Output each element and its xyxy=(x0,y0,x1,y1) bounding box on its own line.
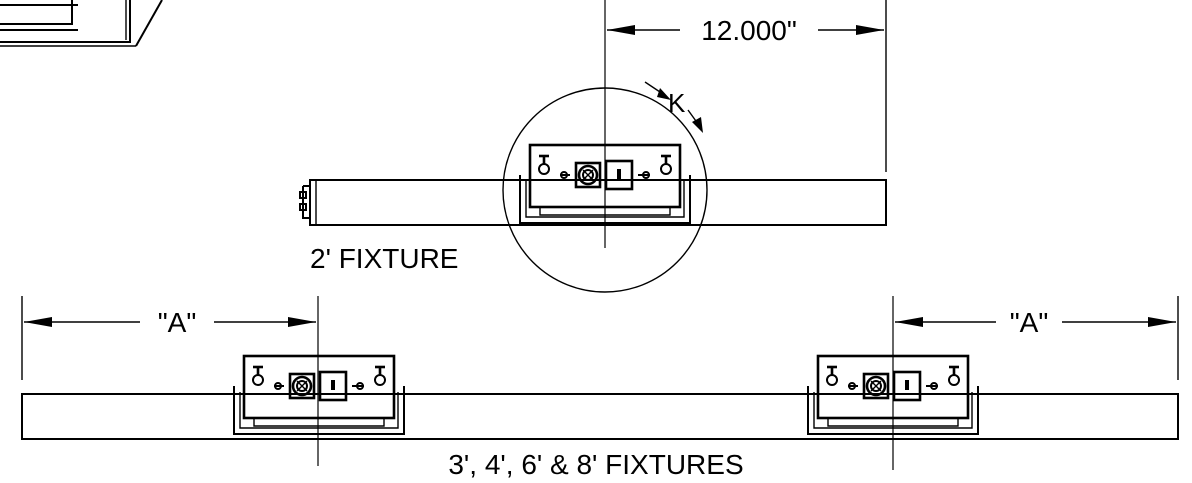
left-a-dimension: "A" xyxy=(24,307,316,338)
right-a-dimension: "A" xyxy=(895,307,1176,338)
right-a-dimension-label: "A" xyxy=(1010,307,1049,338)
detail-marker-label: K xyxy=(668,88,686,118)
two-foot-fixture xyxy=(299,0,887,293)
partial-detail-view xyxy=(0,0,163,47)
top-dimension: 12.000" xyxy=(607,0,887,172)
detail-marker: K xyxy=(644,81,703,133)
two-foot-fixture-label: 2' FIXTURE xyxy=(310,243,458,274)
multi-fixture-label: 3', 4', 6' & 8' FIXTURES xyxy=(448,449,743,480)
top-dimension-label: 12.000" xyxy=(701,15,797,46)
multi-length-fixture xyxy=(21,296,1179,470)
left-a-dimension-label: "A" xyxy=(158,307,197,338)
